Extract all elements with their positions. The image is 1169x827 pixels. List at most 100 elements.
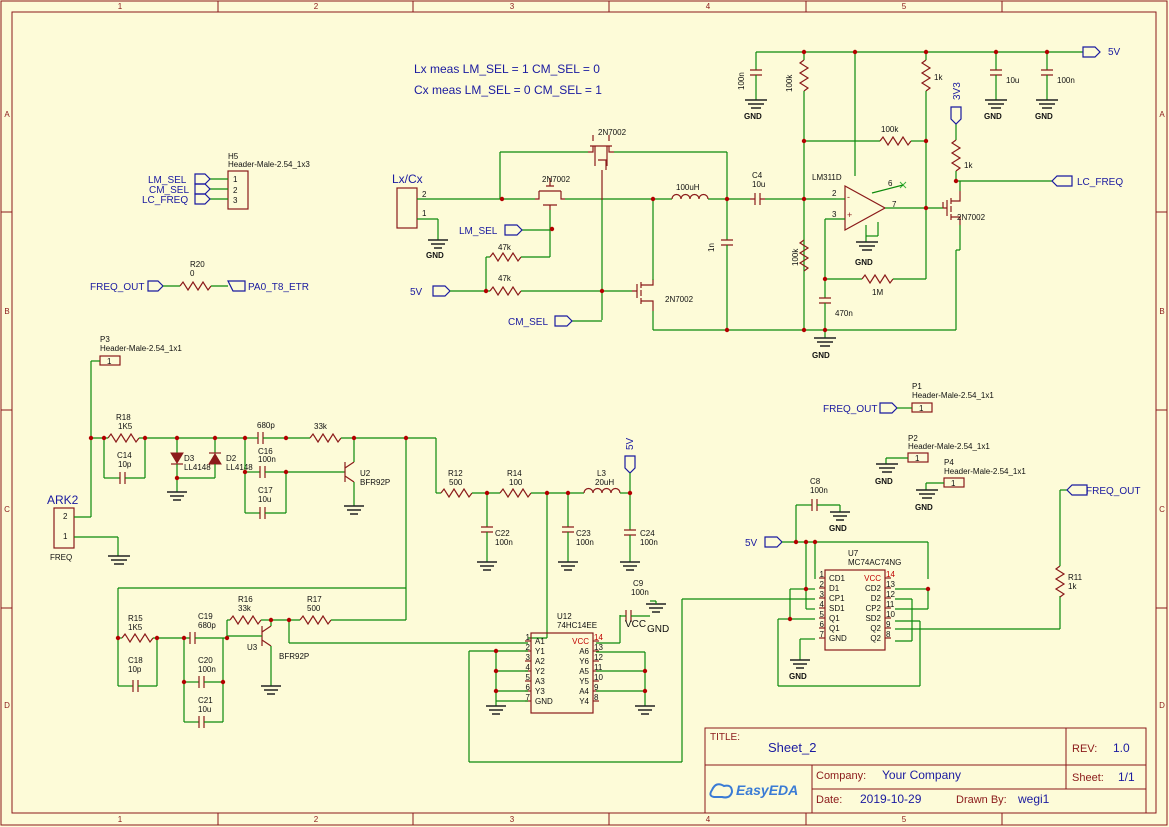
svg-text:R11: R11 <box>1068 573 1083 582</box>
rev-label: REV: <box>1072 743 1097 755</box>
svg-text:FREQ: FREQ <box>50 553 72 562</box>
pin-number: 7 <box>820 630 825 639</box>
svg-text:GND: GND <box>984 112 1002 121</box>
svg-text:L3: L3 <box>597 469 606 478</box>
svg-text:1M: 1M <box>872 288 883 297</box>
svg-text:680p: 680p <box>257 421 275 430</box>
pin-number: 3 <box>820 590 825 599</box>
net-freq-out-u7: FREQ_OUT <box>1086 486 1140 497</box>
junctions-u7 <box>493 539 931 694</box>
r20-resistor: FREQ_OUT R20 0 PA0_T8_ETR <box>90 260 309 293</box>
net-vcc: VCC <box>625 619 646 630</box>
pin-name: A3 <box>535 677 545 686</box>
pin-name: Y3 <box>535 687 545 696</box>
svg-text:R16: R16 <box>238 595 253 604</box>
svg-text:+: + <box>847 210 852 220</box>
svg-text:1K5: 1K5 <box>128 623 143 632</box>
net-lc-freq: LC_FREQ <box>142 195 188 206</box>
row-label: D <box>1159 701 1165 710</box>
pin-name: VCC <box>864 574 881 583</box>
svg-text:33k: 33k <box>238 604 252 613</box>
svg-text:2N7002: 2N7002 <box>665 295 694 304</box>
svg-text:1k: 1k <box>964 161 973 170</box>
svg-text:2: 2 <box>832 189 837 198</box>
svg-text:1: 1 <box>233 175 238 184</box>
svg-text:1: 1 <box>107 357 112 366</box>
svg-text:1: 1 <box>951 479 956 488</box>
svg-text:C8: C8 <box>810 477 821 486</box>
lx-cx-circuit: Lx/Cx 2 1 2N7002 2N7002 LM_SEL <box>392 128 956 331</box>
svg-text:470n: 470n <box>835 309 853 318</box>
col-label: 4 <box>706 2 711 11</box>
svg-text:33k: 33k <box>314 422 328 431</box>
title-label: TITLE: <box>710 732 740 743</box>
net-lm-sel-2: LM_SEL <box>459 226 498 237</box>
svg-text:C4: C4 <box>752 171 763 180</box>
company-label: Company: <box>816 770 866 782</box>
sheet-number: 1/1 <box>1118 770 1135 784</box>
pin-name: SD1 <box>829 604 845 613</box>
pin-number: 5 <box>820 610 825 619</box>
svg-text:3: 3 <box>832 210 837 219</box>
svg-text:R12: R12 <box>448 469 463 478</box>
svg-text:GND: GND <box>812 351 830 360</box>
net-freq-out-p1: FREQ_OUT <box>823 404 877 415</box>
junctions-left <box>88 435 409 481</box>
pin-number: 8 <box>594 693 599 702</box>
net-lc-freq-out: LC_FREQ <box>1077 177 1123 188</box>
svg-text:1: 1 <box>919 404 924 413</box>
svg-text:0: 0 <box>190 269 195 278</box>
pin-number: 10 <box>594 673 603 682</box>
p4-header: P4 Header-Male-2.54_1x1 1 GND <box>915 458 1026 512</box>
pin-name: D2 <box>871 594 882 603</box>
svg-text:47k: 47k <box>498 243 512 252</box>
pin-name: Q1 <box>829 614 840 623</box>
svg-text:3: 3 <box>233 196 238 205</box>
svg-text:100uH: 100uH <box>676 183 700 192</box>
pin-number: 9 <box>594 683 599 692</box>
svg-text:2: 2 <box>422 190 427 199</box>
pin-number: 4 <box>820 600 825 609</box>
col-label: 1 <box>118 2 123 11</box>
svg-text:P2: P2 <box>908 434 918 443</box>
pin-name: CD2 <box>865 584 882 593</box>
p2-header: P2 Header-Male-2.54_1x1 1 GND <box>875 434 990 486</box>
svg-text:6: 6 <box>888 179 893 188</box>
net-freq-out: FREQ_OUT <box>90 282 144 293</box>
pin-number: 10 <box>886 610 895 619</box>
drawn-value: wegi1 <box>1017 792 1050 806</box>
row-label: A <box>4 110 10 119</box>
svg-text:D3: D3 <box>184 454 195 463</box>
col-label: 2 <box>314 815 319 824</box>
svg-text:74HC14EE: 74HC14EE <box>557 621 597 630</box>
svg-text:500: 500 <box>449 478 463 487</box>
pin-number: 3 <box>526 653 531 662</box>
pin-number: 6 <box>526 683 531 692</box>
svg-text:C18: C18 <box>128 656 143 665</box>
pin-number: 5 <box>526 673 531 682</box>
pin-name: Y2 <box>535 667 545 676</box>
svg-text:Header-Male-2.54_1x3: Header-Male-2.54_1x3 <box>228 160 310 169</box>
pin-name: Y6 <box>579 657 589 666</box>
svg-text:MC74AC74NG: MC74AC74NG <box>848 558 901 567</box>
svg-text:C22: C22 <box>495 529 510 538</box>
col-label: 3 <box>510 2 515 11</box>
row-label: B <box>1159 307 1164 316</box>
pin-name: A6 <box>579 647 589 656</box>
pin-name: Q2 <box>870 624 881 633</box>
svg-text:100k: 100k <box>881 125 899 134</box>
svg-text:100n: 100n <box>258 455 276 464</box>
svg-text:2: 2 <box>233 186 238 195</box>
net-3v3: 3V3 <box>952 82 963 100</box>
svg-text:Lx/Cx: Lx/Cx <box>392 172 423 186</box>
row-label: C <box>4 505 10 514</box>
svg-text:P1: P1 <box>912 382 922 391</box>
svg-text:D2: D2 <box>226 454 237 463</box>
amp-stage-2: R15 1K5 C18 10p C19 680p C20 100n C21 10… <box>117 587 528 728</box>
svg-text:1K5: 1K5 <box>118 422 133 431</box>
junctions-top <box>483 49 1050 333</box>
pin-name: A1 <box>535 637 545 646</box>
pin-name: Q1 <box>829 624 840 633</box>
pin-number: 12 <box>594 653 603 662</box>
